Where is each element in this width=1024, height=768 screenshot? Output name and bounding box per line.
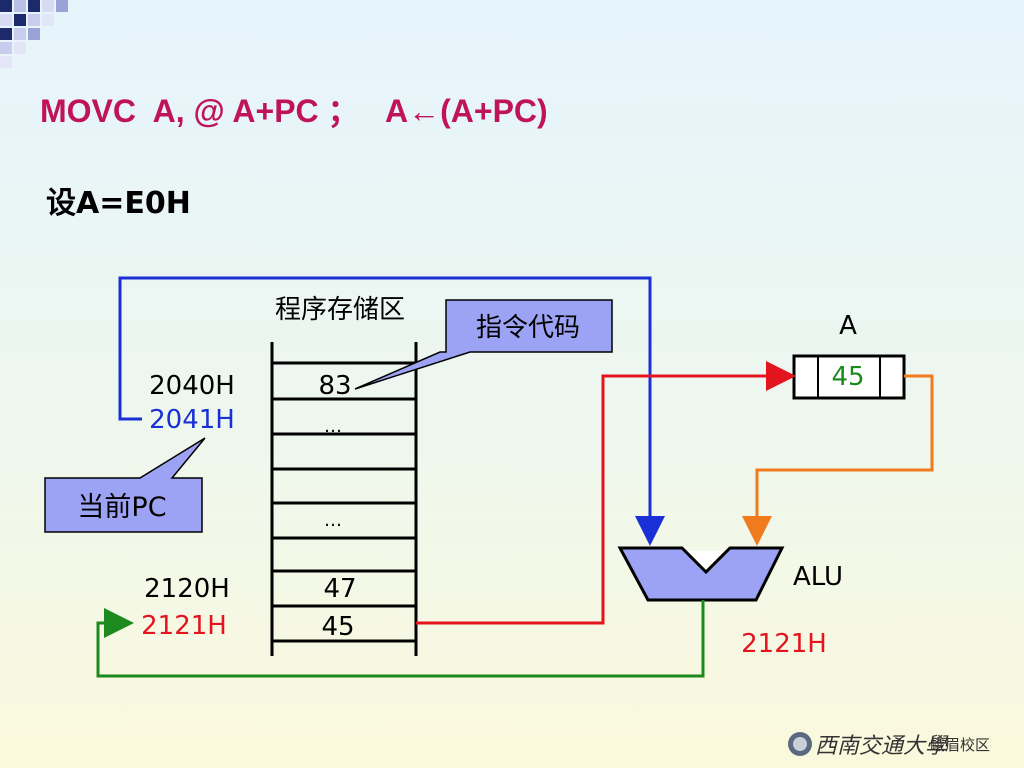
memory-address: 2041H <box>149 405 235 435</box>
result-path-line <box>96 600 705 678</box>
memory-cell-value: … <box>324 510 342 531</box>
instr-code-callout-shape <box>354 299 613 390</box>
instr-code-callout-text: 指令代码 <box>476 313 580 343</box>
alu-label: ALU <box>793 562 843 592</box>
register-label: A <box>839 311 857 341</box>
university-logo-text: 西南交通大學 <box>815 734 948 759</box>
university-emblem <box>788 732 812 756</box>
memory-cell-value: 45 <box>321 612 354 642</box>
register-value: 45 <box>831 362 864 392</box>
campus-text: 峨眉校区 <box>930 736 991 754</box>
pc-path-line <box>118 276 665 546</box>
memory-address: 2121H <box>141 611 227 641</box>
memory-heading: 程序存储区 <box>275 295 405 325</box>
current-pc-callout-shape <box>44 437 206 533</box>
corner-decoration <box>0 0 68 68</box>
memory-cell-value: 47 <box>323 574 356 604</box>
data-path-line <box>416 361 796 625</box>
memory-address: 2120H <box>144 574 230 604</box>
alu-result: 2121H <box>741 629 827 659</box>
memory-address: 2040H <box>149 371 235 401</box>
memory-cell-value: … <box>324 416 342 437</box>
register-to-alu-line <box>742 374 934 546</box>
slide-title: MOVC A, @ A+PC ； A←(A+PC) <box>40 93 548 129</box>
memory-cell-value: 83 <box>318 371 351 401</box>
current-pc-callout-text: 当前PC <box>77 492 166 523</box>
assumption-text: 设A=E0H <box>46 186 191 221</box>
alu-shape <box>617 546 785 602</box>
